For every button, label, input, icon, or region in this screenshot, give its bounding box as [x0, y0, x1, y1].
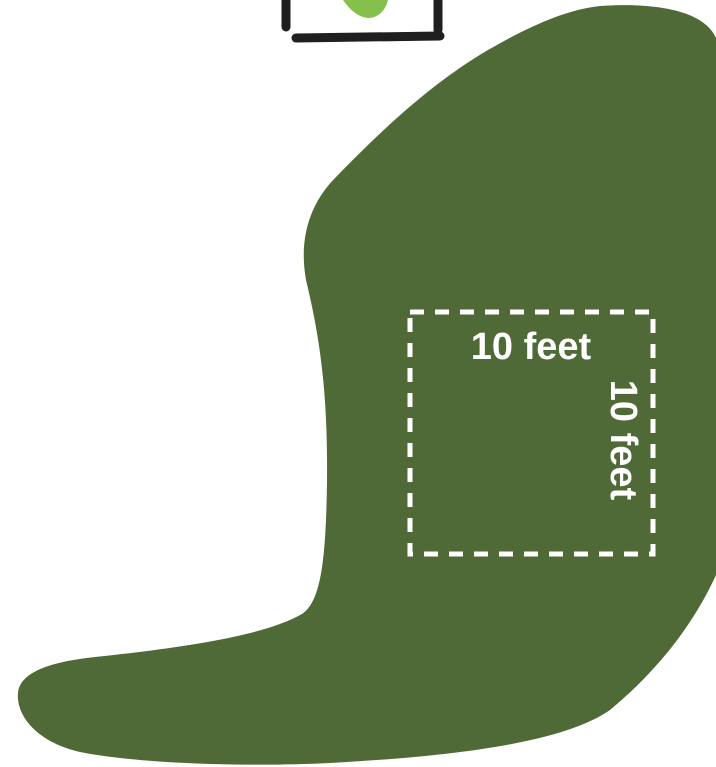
leaf-icon: [343, 0, 388, 18]
right-side-label: 10 feet: [602, 380, 644, 501]
top-side-label: 10 feet: [471, 326, 592, 368]
frame-icon: [286, 0, 440, 38]
